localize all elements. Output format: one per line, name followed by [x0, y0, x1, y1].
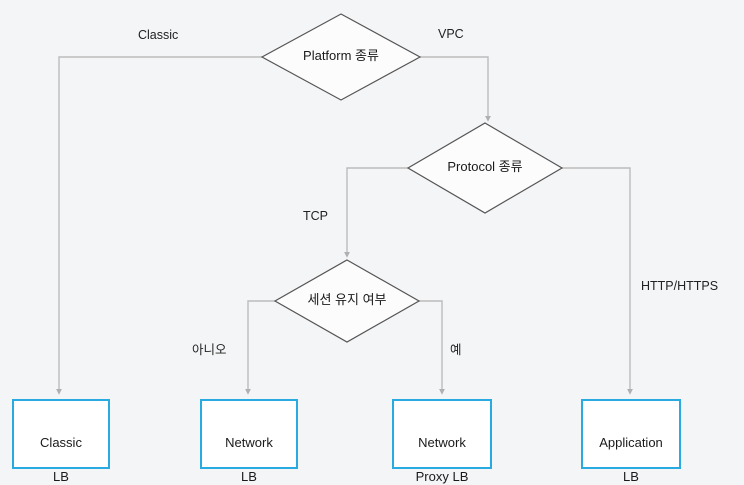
terminal-box-network-proxy-lb[interactable]: [392, 399, 492, 469]
decision-protocol[interactable]: [406, 122, 564, 214]
edge-label-no: 아니오: [192, 343, 227, 357]
edge-label-http-https: HTTP/HTTPS: [641, 279, 719, 293]
connector-platform-to-classic: [56, 56, 262, 395]
decision-platform[interactable]: [260, 13, 422, 101]
edge-label-vpc: VPC: [438, 27, 464, 41]
terminal-box-classic-lb[interactable]: [12, 399, 110, 469]
connector-platform-to-protocol: [420, 56, 491, 122]
connector-protocol-to-application: [562, 167, 633, 395]
edge-label-tcp: TCP: [303, 209, 328, 223]
decision-layer: [260, 13, 564, 343]
terminal-box-application-lb[interactable]: [581, 399, 681, 469]
terminal-layer: [12, 399, 681, 469]
connector-protocol-to-session: [344, 167, 408, 258]
connector-session-to-network-proxy: [419, 300, 445, 395]
edge-label-classic: Classic: [138, 28, 179, 42]
connector-session-to-network: [245, 300, 275, 395]
edge-label-yes: 예: [450, 343, 462, 357]
decision-session[interactable]: [273, 259, 421, 343]
terminal-box-network-lb[interactable]: [200, 399, 298, 469]
connector-layer: [56, 56, 633, 395]
